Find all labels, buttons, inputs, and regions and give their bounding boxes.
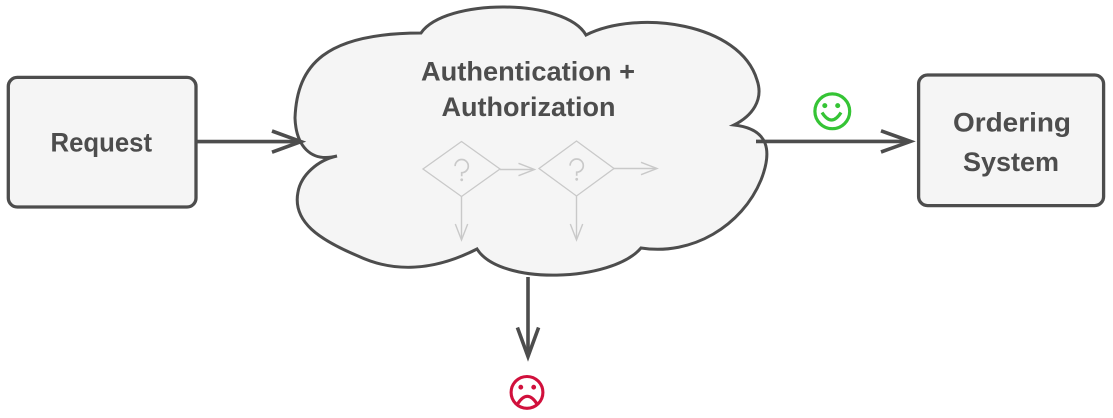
svg-text:System: System: [963, 147, 1059, 177]
svg-text:Authentication +: Authentication +: [421, 57, 635, 87]
svg-text:Ordering: Ordering: [953, 107, 1071, 137]
svg-text:Request: Request: [51, 128, 153, 158]
svg-text:Authorization: Authorization: [442, 92, 616, 122]
